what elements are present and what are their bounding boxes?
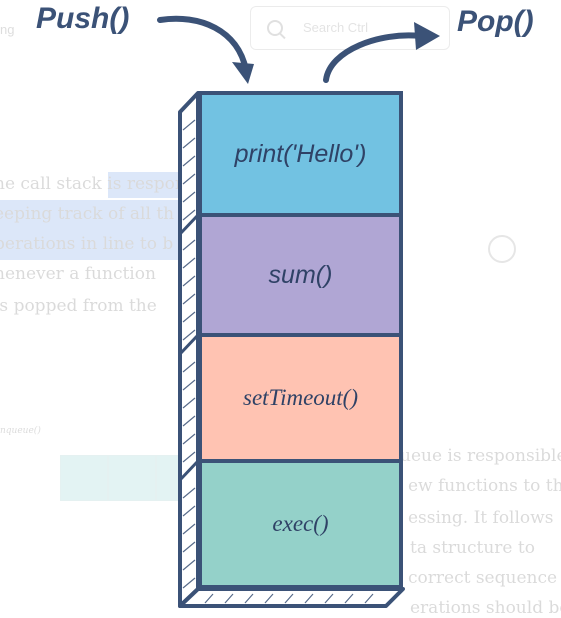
background-line: ew functions to th: [408, 476, 561, 496]
background-nav-text: ng: [0, 22, 15, 37]
background-line: ueue is responsible: [400, 446, 561, 466]
stack-frame-sum: sum(): [198, 213, 403, 337]
pop-label: Pop(): [457, 5, 534, 38]
background-line: ta structure to: [410, 538, 535, 558]
stack-frame-print: print('Hello'): [198, 91, 403, 217]
background-line: is popped from the: [0, 296, 157, 316]
search-icon: [267, 20, 283, 36]
stack-frame-label: print('Hello'): [234, 139, 367, 168]
background-diagram-box: [60, 455, 108, 501]
background-line: henever a function: [0, 264, 156, 284]
stack-frame-label: setTimeout(): [243, 385, 358, 410]
background-line: eeping track of all th: [0, 204, 175, 224]
background-line: essing. It follows: [408, 508, 554, 528]
background-line: correct sequence: [408, 568, 558, 588]
background-line: erations should be: [410, 598, 561, 618]
background-diagram-caption: nqueue(): [0, 426, 41, 436]
background-diagram-box: [108, 455, 156, 501]
push-label: Push(): [36, 2, 130, 35]
background-highlight: [0, 200, 198, 260]
background-line: perations in line to b: [0, 234, 174, 254]
stack-frame-label: exec(): [272, 511, 329, 536]
stack-frame-label: sum(): [268, 260, 333, 289]
background-line: he call stack is respon: [0, 174, 186, 194]
stack-frame-exec: exec(): [198, 459, 403, 589]
background-circle-icon: [488, 235, 516, 263]
background-diagram-box: [156, 455, 182, 501]
search-placeholder: Search Ctrl: [303, 20, 369, 35]
stack-frame-settimeout: setTimeout(): [198, 333, 403, 463]
